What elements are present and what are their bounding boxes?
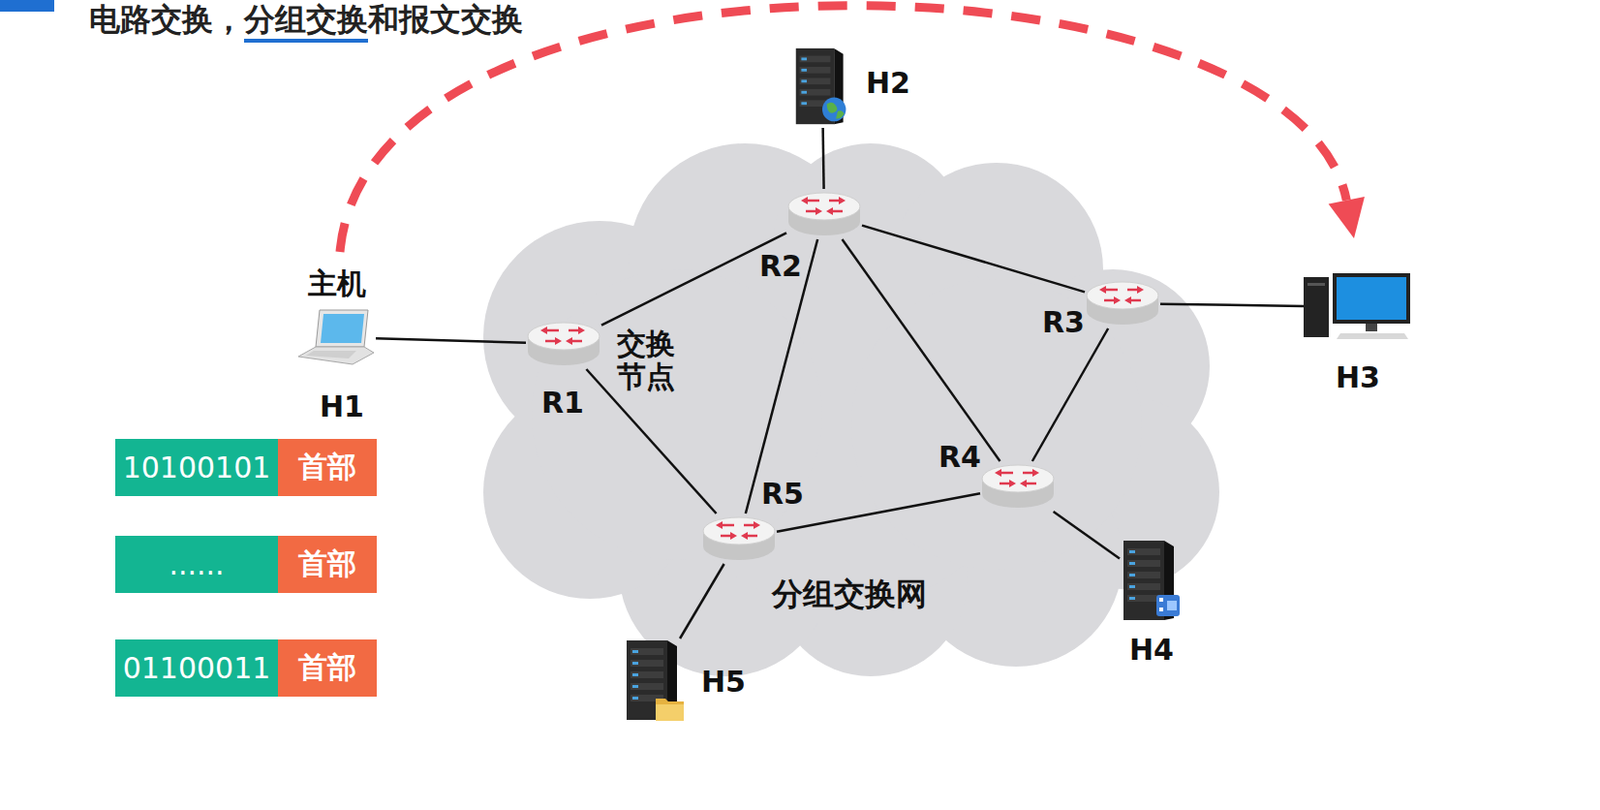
router-icon — [701, 513, 777, 564]
laptop-icon — [296, 307, 376, 367]
router-node: R4 — [980, 461, 1056, 512]
packet-header: 首部 — [277, 438, 377, 496]
node-label: R2 — [759, 249, 802, 284]
router-icon — [980, 461, 1056, 512]
server-node: H2 — [792, 46, 853, 128]
packet-box: 01100011首部 — [115, 639, 377, 697]
node-label: R3 — [1042, 306, 1085, 340]
server-node: H5 — [622, 638, 687, 724]
desktop-node: H3 — [1303, 273, 1413, 341]
server-icon — [622, 638, 687, 724]
packet-header: 首部 — [277, 639, 377, 697]
data-flow-arrow — [339, 5, 1347, 252]
packet-data: 01100011 — [115, 639, 278, 697]
title-underline — [244, 38, 369, 43]
desktop-icon — [1303, 273, 1413, 341]
packet-data: 10100101 — [115, 438, 278, 496]
router-icon — [1084, 277, 1161, 329]
network-cloud: 分组交换网R2R1R3R4R5 — [454, 143, 1205, 664]
server-node: H4 — [1119, 538, 1184, 624]
router-node: R3 — [1084, 277, 1161, 329]
network-label: 分组交换网 — [771, 576, 927, 613]
arrow-head — [1328, 196, 1365, 239]
router-node: R5 — [701, 513, 777, 564]
packet-box: 10100101首部 — [115, 438, 377, 496]
node-label: R1 — [541, 386, 585, 421]
node-label: H4 — [1129, 633, 1174, 668]
router-node: R1 — [525, 318, 602, 370]
router-icon — [786, 188, 862, 240]
node-label: H2 — [865, 66, 911, 101]
server-icon — [792, 46, 853, 128]
node-label: H5 — [701, 665, 746, 700]
node-label: R4 — [938, 440, 982, 475]
node-label: H1 — [319, 390, 365, 425]
node-label: H3 — [1335, 361, 1381, 396]
page-title: 电路交换，分组交换和报文交换 — [89, 1, 524, 38]
router-icon — [525, 318, 602, 370]
laptop-node: 主机H1 — [296, 307, 376, 367]
callout-label: 交换节点 — [615, 327, 677, 395]
packet-data: ...... — [115, 535, 278, 593]
router-node: R2 — [786, 188, 862, 240]
packet-header: 首部 — [277, 535, 377, 593]
node-label: 主机 — [307, 267, 367, 302]
packet-box: ......首部 — [115, 535, 377, 593]
server-icon — [1119, 538, 1184, 624]
title-tab — [0, 0, 55, 12]
node-label: R5 — [761, 477, 804, 512]
